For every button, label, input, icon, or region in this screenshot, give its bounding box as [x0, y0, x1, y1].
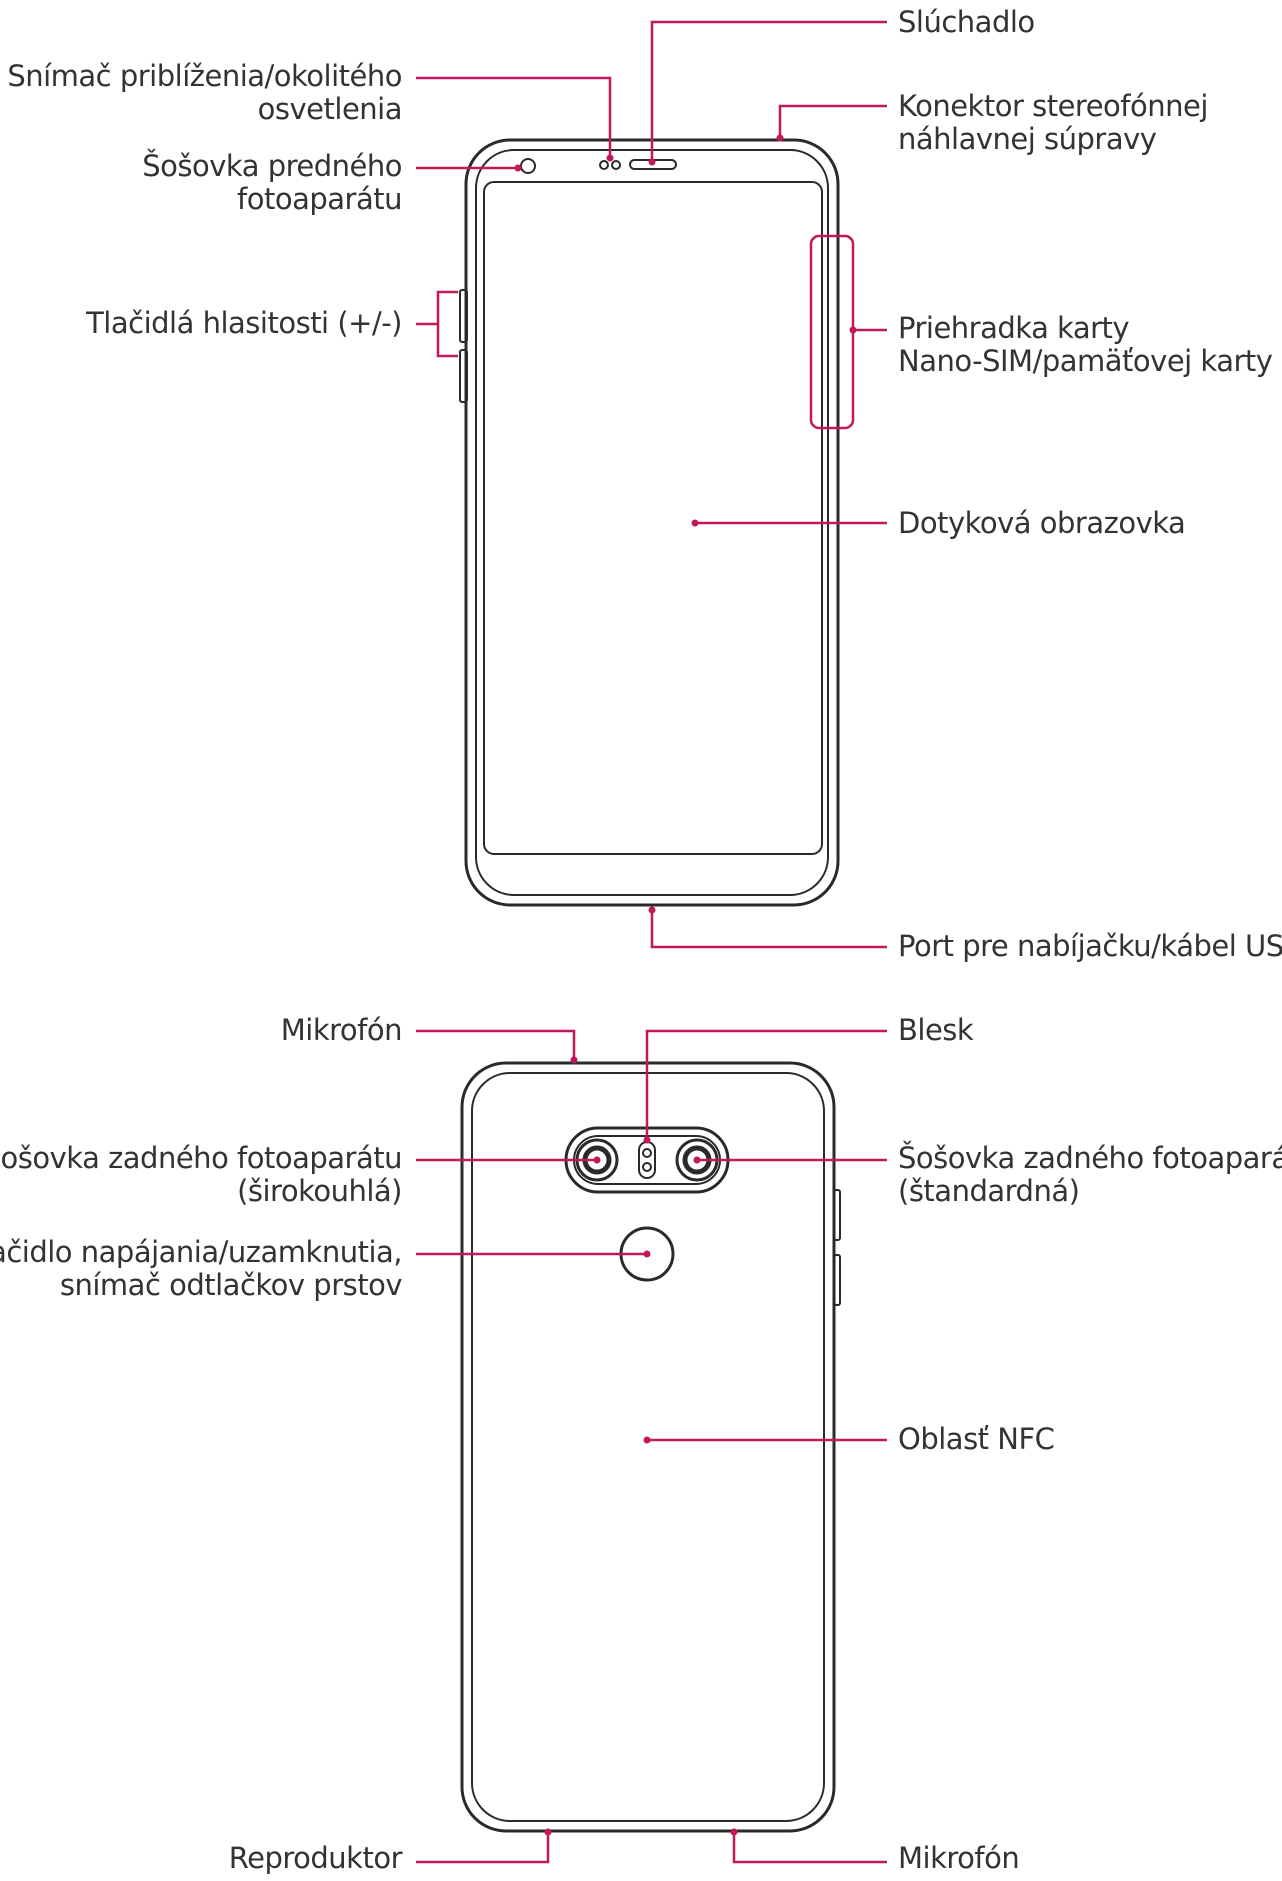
label-touch-screen: Dotyková obrazovka: [898, 506, 1186, 540]
side-key-a: [833, 1189, 841, 1241]
label-speaker: Reproduktor: [228, 1841, 403, 1875]
back-body-inner-edge: [471, 1072, 825, 1822]
label-flash: Blesk: [898, 1013, 974, 1047]
speaker-leader: [416, 1832, 550, 1864]
front-camera-lens: [520, 158, 536, 174]
proximity-sensor-a: [599, 160, 609, 170]
volume-down-key: [459, 349, 468, 403]
label-rear-camera-standard: Šošovka zadného fotoaparátu (štandardná): [898, 1141, 1282, 1208]
touch-screen-area: [483, 181, 823, 855]
label-volume-keys: Tlačidlá hlasitosti (+/-): [86, 306, 402, 340]
mic-bottom-leader: [732, 1832, 887, 1864]
label-rear-camera-wide: Šošovka zadného fotoaparátu (širokouhlá): [0, 1141, 403, 1208]
label-usb-port: Port pre nabíjačku/kábel USB: [898, 929, 1282, 963]
front-leaders: [416, 20, 887, 949]
flash-leader: [645, 1029, 887, 1140]
label-power-key: Tlačidlo napájania/uzamknutia, snímač od…: [0, 1235, 402, 1302]
usb-port-leader: [650, 910, 887, 949]
headset-jack-leader: [778, 104, 887, 138]
volume-up-key: [459, 289, 468, 343]
phone-back: [460, 1061, 841, 1833]
volume-keys-leader: [416, 290, 458, 358]
label-front-camera: Šošovka predného fotoaparátu: [142, 149, 402, 216]
proximity-sensor-b: [611, 160, 621, 170]
label-mic-bottom: Mikrofón: [898, 1841, 1020, 1875]
label-proximity-sensor: Snímač priblíženia/okolitého osvetlenia: [7, 59, 402, 126]
earpiece-leader: [650, 20, 887, 162]
label-mic-top: Mikrofón: [280, 1013, 403, 1047]
mic-top-leader: [416, 1029, 576, 1060]
label-headset-jack: Konektor stereofónnej náhlavnej súpravy: [898, 89, 1208, 156]
back-leaders: [416, 1029, 887, 1864]
card-tray-highlight: [809, 234, 855, 430]
label-nfc: Oblasť NFC: [898, 1422, 1055, 1456]
side-key-b: [833, 1254, 841, 1306]
label-card-tray: Priehradka karty Nano-SIM/pamäťovej kart…: [898, 311, 1273, 378]
proximity-leader: [416, 76, 612, 158]
flash: [638, 1141, 656, 1179]
label-earpiece: Slúchadlo: [898, 5, 1035, 39]
